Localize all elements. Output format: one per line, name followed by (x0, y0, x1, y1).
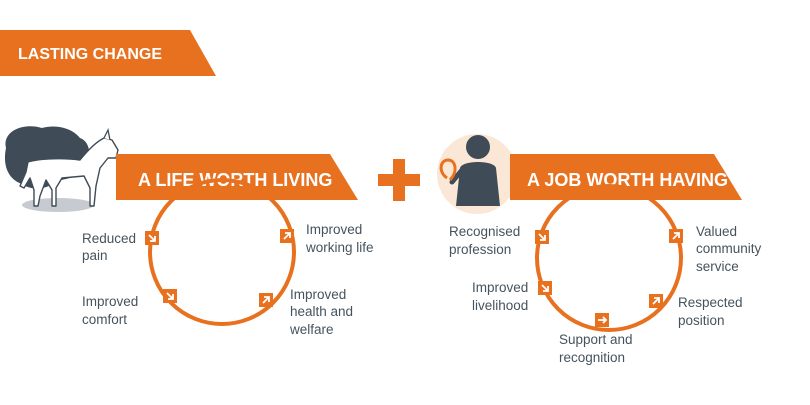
right-cycle-ring (535, 184, 683, 332)
label-reduced-pain: Reduced pain (82, 231, 140, 263)
right-marker-support (595, 313, 609, 327)
header-banner: LASTING CHANGE (0, 30, 216, 76)
label-improved-comfort: Improved comfort (82, 294, 142, 327)
label-improved-working-life: Improved working life (305, 222, 374, 255)
right-cycle-title: A JOB WORTH HAVING (527, 170, 728, 190)
label-improved-livelihood: Improved livelihood (472, 280, 532, 313)
right-marker-valued (669, 229, 683, 243)
label-improved-health-welfare: Improved health and welfare (289, 287, 357, 337)
plus-icon (378, 159, 420, 201)
right-marker-respected (649, 294, 663, 308)
label-recognised-profession: Recognised profession (449, 224, 524, 257)
label-respected-position: Respected position (678, 295, 746, 328)
right-marker-livelihood (538, 281, 552, 295)
left-marker-working-life (280, 229, 294, 243)
left-title-banner: A LIFE WORTH LIVING (116, 154, 358, 200)
left-marker-health (259, 293, 273, 307)
left-marker-reduced-pain (145, 231, 159, 245)
left-cycle-ring (145, 178, 296, 326)
right-marker-recognised (535, 230, 549, 244)
label-valued-community-service: Valued community service (696, 224, 765, 274)
header-title: LASTING CHANGE (18, 46, 162, 63)
person-with-horseshoe-icon (437, 134, 517, 214)
left-marker-comfort (163, 289, 177, 303)
horse-icon (4, 126, 119, 212)
label-support-recognition: Support and recognition (559, 332, 636, 365)
right-title-banner: A JOB WORTH HAVING (510, 154, 742, 200)
